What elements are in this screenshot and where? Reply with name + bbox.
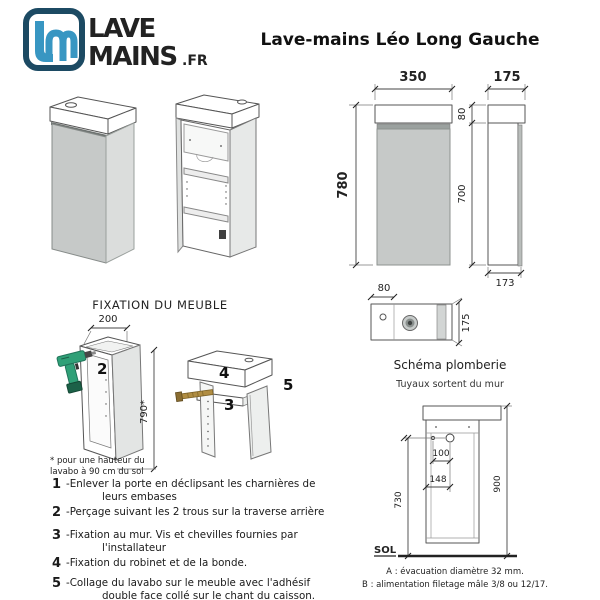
overflow-hole [379, 313, 387, 321]
note-alimentation: B : alimentation filetage mâle 3/8 ou 12… [362, 580, 548, 590]
logo-word2: MAINS [88, 42, 177, 72]
callout-4: 4 [219, 364, 229, 382]
dim-200-label: 200 [98, 314, 117, 325]
plumbing-schema: 100 148 730 900 SOL [374, 402, 517, 560]
drain-point-a [445, 433, 455, 443]
step-1: 1 -Enlever la porte en déclipsant les ch… [48, 478, 358, 503]
side-depth-label: 173 [495, 278, 514, 289]
step-number: 3 [51, 528, 61, 543]
top-view: 80 175 [367, 283, 472, 347]
callout-3: 3 [224, 396, 234, 414]
logo-icon-l [35, 21, 53, 62]
siphon-cutout [196, 153, 214, 163]
side-width-label: 175 [493, 70, 520, 85]
side-body-height-label: 700 [457, 184, 468, 203]
note-evacuation: A : évacuation diamètre 32 mm. [386, 567, 524, 577]
dimension-views: 350 780 175 80 700 173 [336, 70, 529, 289]
faucet-hole [237, 99, 247, 105]
lavemains-logo: LAVE MAINS .FR [23, 8, 208, 72]
shelf [183, 206, 229, 223]
cabinet-panel-left [199, 381, 216, 458]
cabinet-door [51, 123, 107, 264]
closed-cabinet-3d [49, 96, 137, 264]
front-door [376, 128, 451, 266]
plumbing-subheading: Tuyaux sortent du mur [396, 379, 504, 390]
step-4: 4 -Fixation du robinet et de la bonde. [48, 557, 358, 570]
side-view: 175 80 700 173 [457, 70, 529, 289]
page-title: Lave-mains Léo Long Gauche [260, 30, 540, 50]
dim-730-label: 730 [394, 491, 404, 508]
fixation-heading: FIXATION DU MEUBLE [92, 298, 228, 312]
step-number: 5 [51, 576, 61, 591]
dim-900-label: 900 [493, 475, 503, 492]
open-cabinet-3d [175, 94, 260, 258]
step-2: 2 -Perçage suivant les 2 trous sur la tr… [48, 506, 358, 519]
fixation-basin-drawing: 4 5 3 [175, 350, 293, 460]
dim-148-label: 148 [429, 475, 446, 485]
fixation-box-drawing: 200 2 790* [56, 314, 158, 473]
logo-word1: LAVE [88, 14, 155, 44]
side-basin-height-label: 80 [457, 108, 468, 121]
step-number: 2 [51, 505, 61, 520]
plumbing-heading: Schéma plomberie [393, 358, 507, 372]
drill-icon [56, 350, 97, 394]
logo-icon [23, 8, 85, 71]
top-offset-label: 80 [378, 283, 391, 294]
top-depth-label: 175 [461, 313, 472, 332]
step-number: 1 [51, 477, 61, 492]
fixation-footnote: * pour une hauteur du lavabo à 90 cm du … [50, 456, 145, 477]
cabinet-3d-drawings [49, 94, 260, 264]
side-door-edge [517, 124, 523, 267]
shelf [183, 167, 229, 184]
faucet-hole [244, 357, 254, 363]
front-view: 350 780 [336, 70, 456, 269]
screw-icon [175, 389, 214, 403]
front-width-label: 350 [399, 70, 426, 85]
plumbing-notes: A : évacuation diamètre 32 mm. B : alime… [340, 566, 570, 592]
cabinet-panel-right [246, 385, 272, 460]
logo-icon-m-arch2 [59, 30, 78, 58]
step-5: 5 -Collage du lavabo sur le meuble avec … [48, 577, 358, 600]
callout-2: 2 [97, 360, 107, 378]
cabinet-side [105, 122, 135, 264]
front-height-label: 780 [336, 171, 351, 198]
step-3: 3 -Fixation au mur. Vis et chevilles fou… [48, 529, 358, 554]
logo-suffix: .FR [182, 53, 208, 69]
back-panel [183, 123, 229, 162]
floor-label: SOL [374, 545, 397, 556]
instruction-steps: 1 -Enlever la porte en déclipsant les ch… [48, 478, 358, 600]
hinge-block [219, 230, 226, 239]
callout-5: 5 [283, 376, 293, 394]
dim-790-label: 790* [139, 400, 150, 424]
dim-100-label: 100 [432, 449, 449, 459]
step-number: 4 [51, 556, 61, 571]
faucet-hole [65, 102, 77, 108]
fixation-drawings: 200 2 790* [56, 314, 293, 473]
